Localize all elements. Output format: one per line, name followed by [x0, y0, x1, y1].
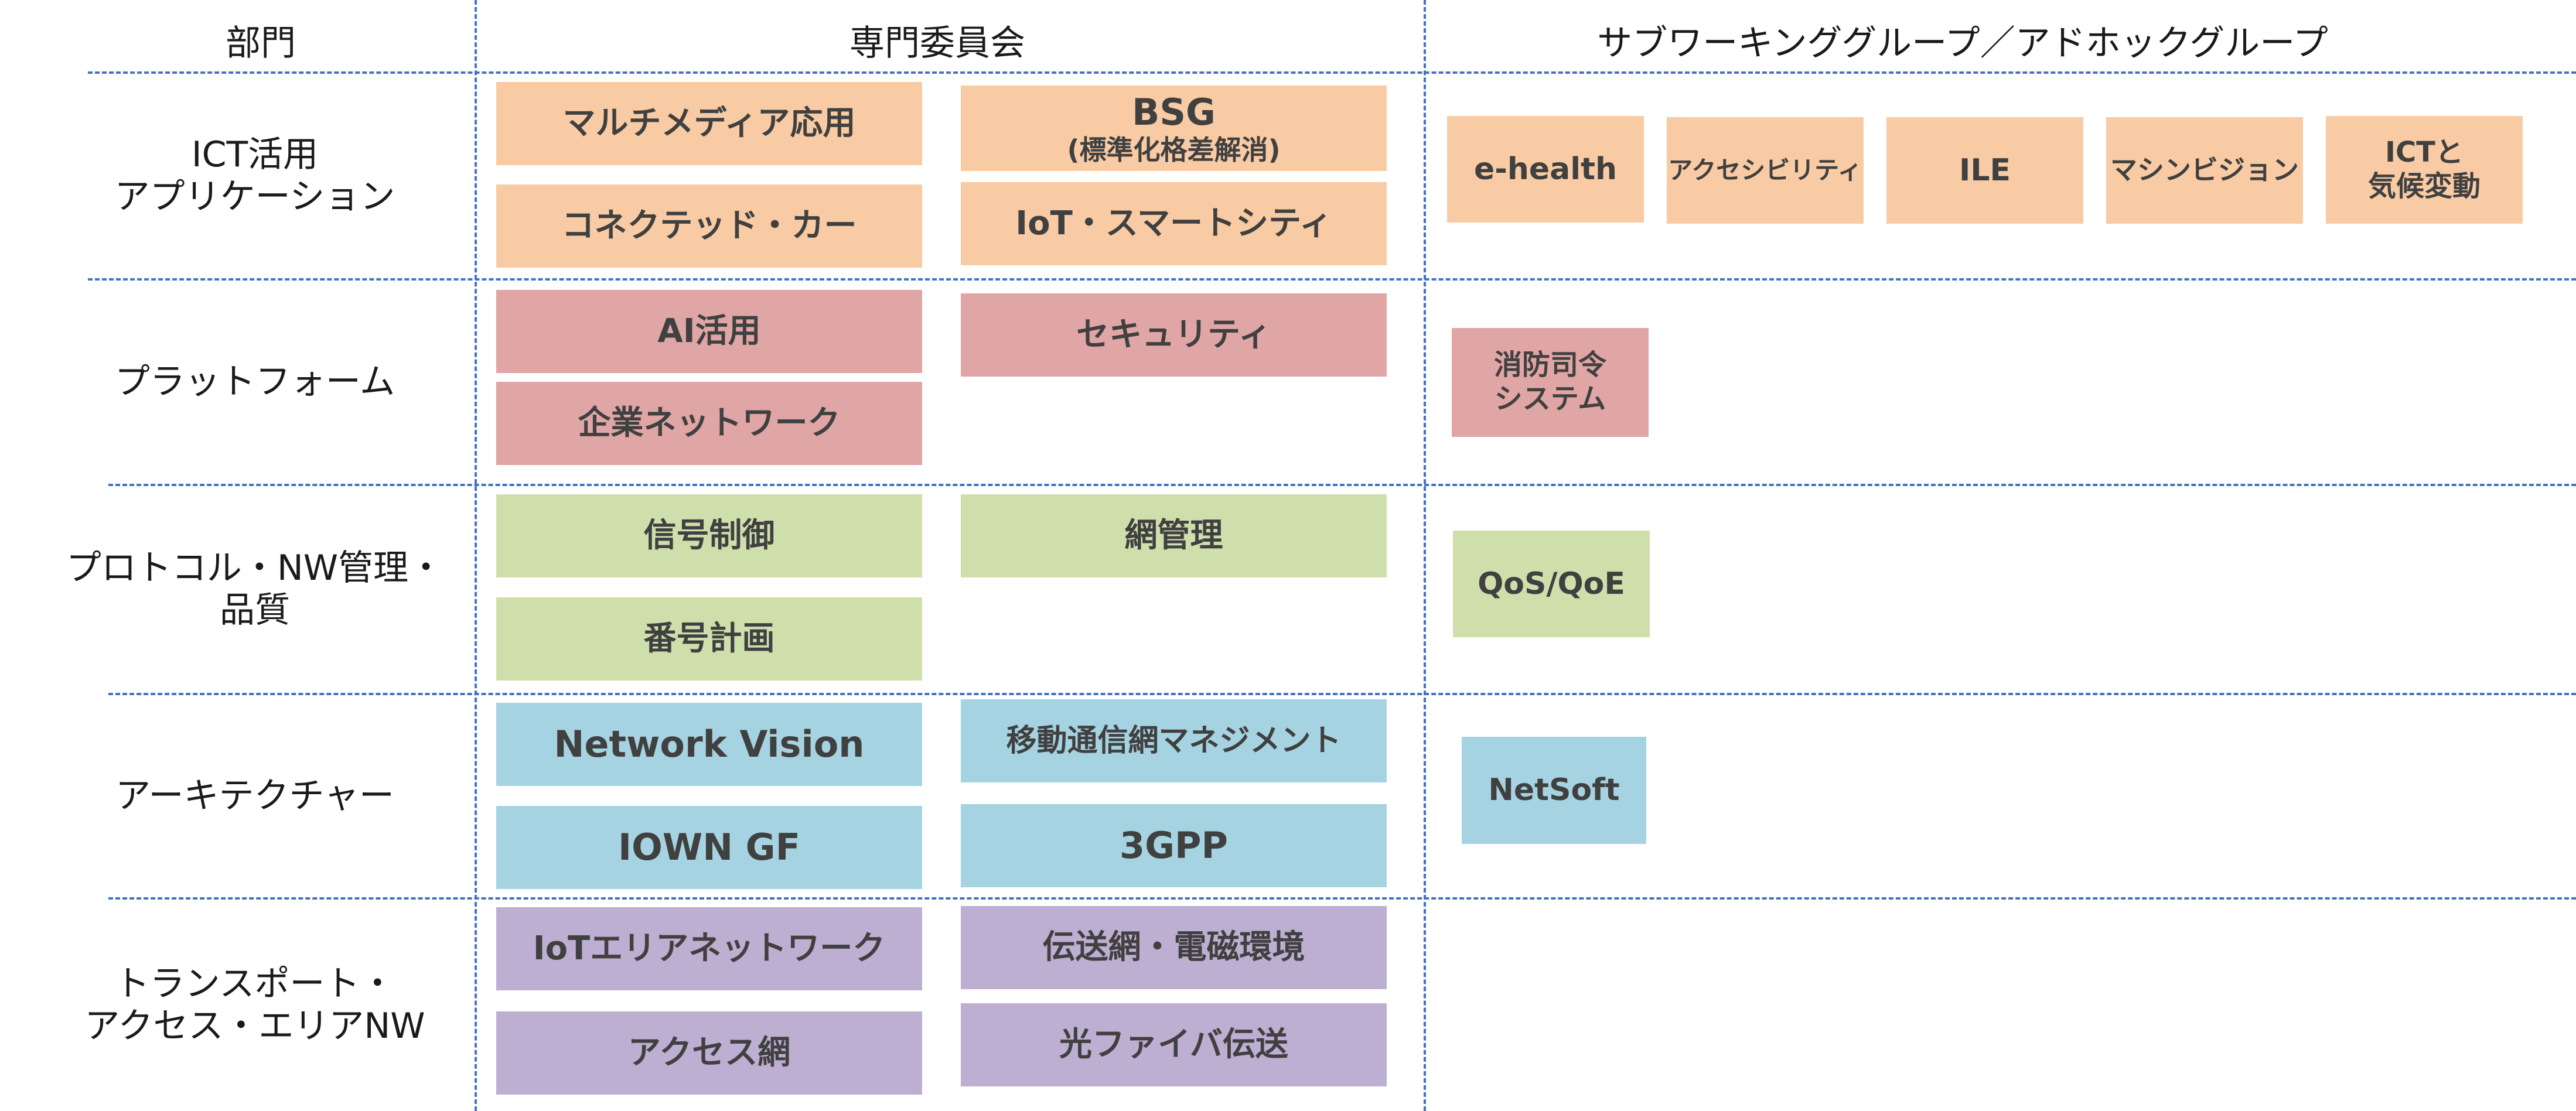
divider-vertical-2	[1424, 0, 1426, 1111]
committee-iot-area-network[interactable]: IoTエリアネットワーク	[496, 907, 922, 990]
committee-label: 企業ネットワーク	[578, 404, 841, 443]
subgroup-label: 気候変動	[2367, 170, 2481, 203]
committee-sublabel: (標準化格差解消)	[1067, 134, 1281, 166]
committee-signaling[interactable]: 信号制御	[496, 494, 922, 577]
department-architecture: アーキテクチャー	[70, 695, 439, 897]
header-department: 部門	[226, 22, 296, 64]
department-ict-application: ICT活用 アプリケーション	[70, 73, 439, 278]
committee-label: マルチメディア応用	[562, 104, 856, 143]
divider-row-4	[108, 897, 2576, 900]
committee-access-network[interactable]: アクセス網	[496, 1011, 922, 1095]
subgroup-label: システム	[1494, 382, 1606, 415]
subgroup-label: e-health	[1474, 151, 1617, 187]
department-label-line: プロトコル・NW管理・	[66, 548, 444, 589]
header-committee: 専門委員会	[849, 22, 1025, 64]
subgroup-label: マシンビジョン	[2110, 154, 2299, 186]
divider-header	[88, 71, 2576, 74]
subgroup-label: 消防司令	[1493, 348, 1606, 382]
committee-label: セキュリティ	[1076, 316, 1271, 354]
committee-mobile-network-management[interactable]: 移動通信網マネジメント	[961, 699, 1387, 782]
subgroup-netsoft[interactable]: NetSoft	[1462, 737, 1646, 844]
subgroup-accessibility[interactable]: アクセシビリティ	[1667, 117, 1864, 224]
department-label-line: プラットフォーム	[114, 361, 395, 402]
subgroup-ile[interactable]: ILE	[1886, 117, 2083, 224]
subgroup-e-health[interactable]: e-health	[1447, 116, 1644, 223]
department-platform: プラットフォーム	[70, 280, 439, 484]
subgroup-label: アクセシビリティ	[1668, 155, 1862, 184]
subgroup-label: ICTと	[2385, 136, 2464, 169]
committee-iot-smartcity[interactable]: IoT・スマートシティ	[961, 182, 1387, 265]
committee-label: 光ファイバ伝送	[1059, 1025, 1288, 1064]
department-label-line: アプリケーション	[114, 176, 395, 217]
committee-bsg[interactable]: BSG (標準化格差解消)	[961, 86, 1387, 171]
subgroup-label: ILE	[1959, 152, 2011, 188]
subgroup-ict-climate[interactable]: ICTと 気候変動	[2326, 116, 2523, 224]
committee-label: Network Vision	[554, 722, 865, 765]
committee-label: 移動通信網マネジメント	[1006, 723, 1342, 758]
committee-network-management[interactable]: 網管理	[961, 494, 1387, 577]
divider-vertical-1	[475, 0, 477, 1111]
department-label-line: アーキテクチャー	[115, 775, 394, 816]
committee-label: 網管理	[1124, 517, 1223, 555]
divider-row-2	[108, 484, 2576, 486]
committee-label: AI活用	[657, 312, 761, 351]
department-transport: トランスポート・ アクセス・エリアNW	[70, 899, 439, 1111]
department-label-line: トランスポート・	[114, 963, 395, 1004]
subgroup-qos-qoe[interactable]: QoS/QoE	[1453, 531, 1650, 637]
committee-label: IoTエリアネットワーク	[533, 929, 886, 968]
committee-transmission-emc[interactable]: 伝送網・電磁環境	[961, 906, 1387, 989]
department-label-line: アクセス・エリアNW	[84, 1006, 425, 1047]
committee-network-vision[interactable]: Network Vision	[496, 703, 922, 786]
divider-row-3	[108, 693, 2576, 695]
committee-label: 番号計画	[643, 620, 775, 658]
committee-security[interactable]: セキュリティ	[961, 293, 1387, 377]
committee-label: IOWN GF	[618, 825, 800, 869]
subgroup-fire-command[interactable]: 消防司令 システム	[1452, 328, 1649, 437]
committee-enterprise-network[interactable]: 企業ネットワーク	[496, 382, 922, 465]
committee-connected-car[interactable]: コネクテッド・カー	[496, 184, 922, 268]
committee-optical-fiber[interactable]: 光ファイバ伝送	[961, 1003, 1387, 1086]
committee-label: コネクテッド・カー	[561, 207, 857, 245]
committee-multimedia[interactable]: マルチメディア応用	[496, 82, 922, 165]
divider-row-1	[88, 278, 2576, 281]
committee-ai[interactable]: AI活用	[496, 290, 922, 373]
committee-label: IoT・スマートシティ	[1015, 204, 1332, 243]
committee-numbering[interactable]: 番号計画	[496, 597, 922, 681]
committee-label: 信号制御	[643, 517, 775, 555]
committee-3gpp[interactable]: 3GPP	[961, 804, 1387, 887]
committee-label: 伝送網・電磁環境	[1042, 928, 1305, 967]
subgroup-machine-vision[interactable]: マシンビジョン	[2106, 117, 2303, 224]
committee-iown-gf[interactable]: IOWN GF	[496, 806, 922, 889]
department-label-line: ICT活用	[191, 134, 319, 175]
department-protocol: プロトコル・NW管理・ 品質	[66, 486, 443, 693]
subgroup-label: QoS/QoE	[1478, 566, 1625, 601]
committee-label: 3GPP	[1120, 823, 1228, 867]
committee-label: BSG	[1132, 91, 1216, 134]
header-subgroups: サブワーキンググループ／アドホックグループ	[1597, 22, 2328, 64]
subgroup-label: NetSoft	[1488, 772, 1620, 808]
department-label-line: 品質	[220, 590, 290, 631]
committee-label: アクセス網	[627, 1034, 791, 1072]
